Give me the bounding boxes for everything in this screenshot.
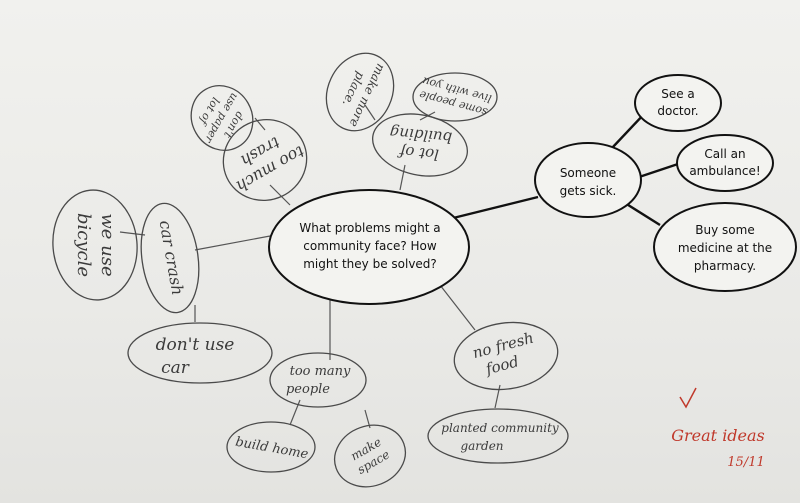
center-line-1: What problems might a xyxy=(299,221,440,235)
dont-use-car-line-1: don't use xyxy=(156,335,235,355)
sick-line-1: Someone xyxy=(560,166,616,180)
garden-line-2: garden xyxy=(460,439,503,453)
garden-oval xyxy=(427,408,569,464)
connector-paper xyxy=(254,117,266,131)
build-home-oval xyxy=(226,421,316,473)
medicine-line-2: medicine at the xyxy=(678,241,772,255)
bicycle-line-2: bicycle xyxy=(73,213,94,277)
doctor-node xyxy=(634,74,722,132)
place-oval xyxy=(325,52,395,132)
connector-doctor xyxy=(611,112,646,149)
people-oval xyxy=(269,352,367,408)
people-line-1: too many xyxy=(290,364,351,379)
doctor-line-2: doctor. xyxy=(657,104,698,118)
trash-oval xyxy=(222,118,308,202)
bicycle-line-1: we use xyxy=(97,213,118,276)
live-with-you-oval xyxy=(412,72,498,122)
comment-text: Great ideas xyxy=(671,426,765,445)
build-home-text: build home xyxy=(234,435,309,463)
medicine-line-1: Buy some xyxy=(695,223,754,237)
connector-trash xyxy=(269,184,291,206)
connector-food xyxy=(439,284,476,331)
car-crash-oval xyxy=(140,202,200,314)
connector-building xyxy=(399,164,406,191)
dont-use-car-oval xyxy=(127,322,273,384)
people-line-2: people xyxy=(286,382,330,397)
connector-bicycle xyxy=(119,231,146,236)
teacher-comment: Great ideas 15/11 xyxy=(671,387,765,470)
car-crash-text: car crash xyxy=(156,219,188,297)
paper-oval xyxy=(190,85,254,151)
bicycle-oval xyxy=(52,189,138,301)
medicine-line-3: pharmacy. xyxy=(694,259,756,273)
sick-node xyxy=(534,142,642,218)
garden-line-1: planted community xyxy=(441,421,559,435)
space-oval xyxy=(333,424,407,488)
ambulance-line-2: ambulance! xyxy=(689,164,760,178)
ambulance-node xyxy=(676,134,774,192)
doctor-line-1: See a xyxy=(661,87,695,101)
food-oval xyxy=(453,321,559,391)
building-line-2: building xyxy=(389,123,453,146)
sick-line-2: gets sick. xyxy=(560,184,617,198)
handwritten-notes: lot of building some people live with yo… xyxy=(73,62,559,477)
connector-place xyxy=(364,104,376,121)
pencil-ovals xyxy=(52,52,569,488)
connector-medicine xyxy=(624,201,661,227)
center-line-2: community face? How xyxy=(303,239,437,253)
center-node xyxy=(268,189,470,305)
building-line-1: lot of xyxy=(397,142,440,164)
ambulance-line-1: Call an xyxy=(704,147,745,161)
comment-date: 15/11 xyxy=(727,455,764,470)
connector-car-crash xyxy=(194,235,271,251)
tick-mark-icon xyxy=(679,387,697,409)
dont-use-car-line-2: car xyxy=(161,358,190,378)
center-question: What problems might a community face? Ho… xyxy=(299,221,440,271)
building-oval xyxy=(371,113,469,177)
center-line-3: might they be solved? xyxy=(303,257,437,271)
connector-garden xyxy=(494,384,501,409)
medicine-node xyxy=(653,202,797,292)
